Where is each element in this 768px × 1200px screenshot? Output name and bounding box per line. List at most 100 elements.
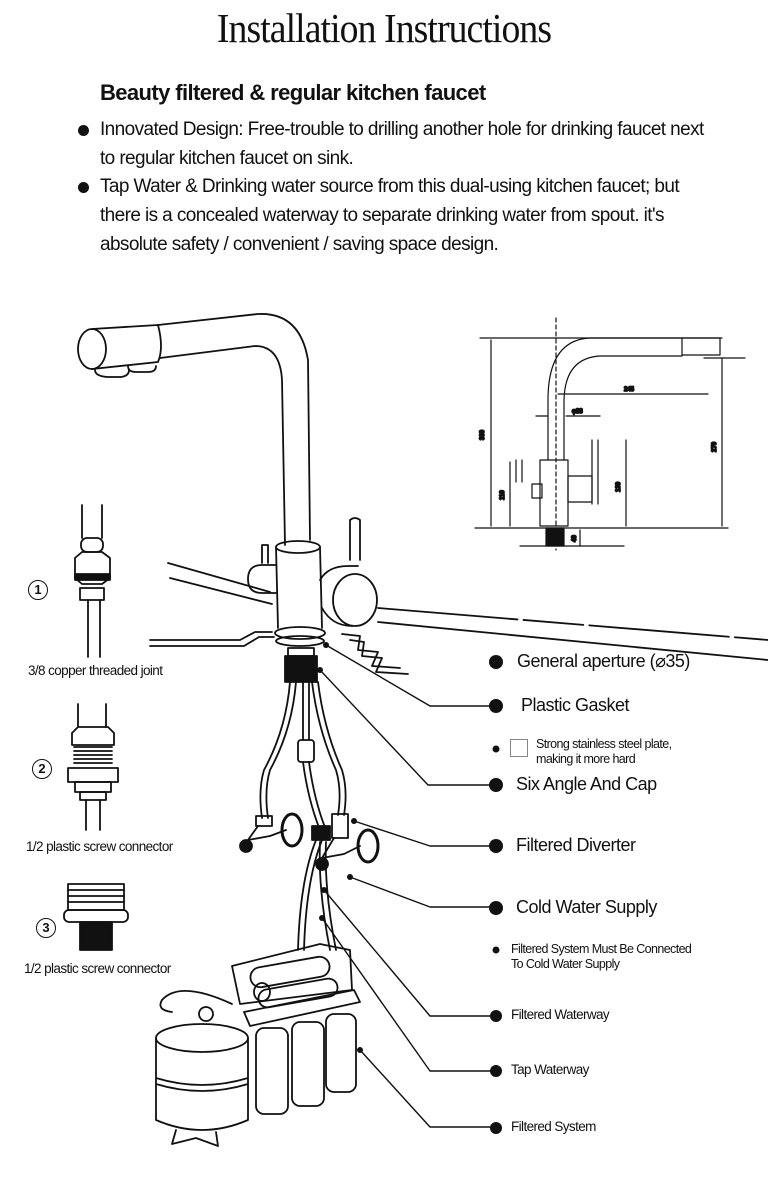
feature-text: Innovated Design: Free-trouble to drilli… — [100, 119, 704, 169]
right-handle-bottom — [321, 607, 353, 627]
callout-filtered-system: Filtered System — [511, 1119, 596, 1134]
profile-right-lever — [591, 439, 599, 505]
diverter-tee — [311, 825, 331, 841]
aerator-right — [127, 365, 157, 373]
countertop-cut — [341, 633, 401, 669]
callout-tap-waterway: Tap Waterway — [511, 1062, 589, 1077]
pressure-tank — [155, 1037, 249, 1131]
faucet-body — [275, 546, 323, 629]
filter-cartridge — [255, 1027, 289, 1115]
steel-plate-line1: Strong stainless steel plate, — [536, 737, 672, 751]
dim-label-300: 300 — [480, 429, 486, 440]
dimension-labels: 300 110 130 270 245 φ28 40 — [479, 386, 719, 543]
callout-dot-icon — [489, 839, 503, 853]
connector-number-3: 3 — [36, 918, 56, 938]
leader-filtered-diverter — [353, 820, 497, 847]
connector-label-2: 1/2 plastic screw connector — [26, 839, 173, 854]
callout-leaders — [317, 642, 503, 1134]
callout-dot-icon — [489, 901, 503, 915]
tank-stand — [171, 1129, 219, 1147]
bullet-dot-icon — [78, 182, 89, 193]
profile-spout — [547, 337, 683, 461]
callout-plastic-gasket: Plastic Gasket — [521, 695, 630, 715]
valve-handle-left — [239, 839, 253, 853]
valve-collar — [331, 813, 349, 839]
page-title: Installation Instructions — [216, 5, 552, 51]
valve-flange-left — [280, 812, 304, 848]
aerator-left — [94, 369, 130, 378]
dim-label-130: 130 — [616, 481, 622, 492]
connector-2-illustration — [67, 703, 119, 831]
spout-arm-outer — [157, 313, 311, 541]
faucet-illustration — [77, 313, 768, 951]
dim-label-40: 40 — [572, 535, 578, 542]
hex-nut — [287, 647, 315, 657]
leader-filtered-waterway — [323, 889, 497, 1017]
dim-label-245: 245 — [624, 387, 635, 393]
countertop-cut — [349, 639, 409, 675]
countertop-line — [149, 636, 275, 647]
callout-six-angle-cap: Six Angle And Cap — [516, 774, 657, 794]
feature-bullet: Tap Water & Drinking water source from t… — [78, 172, 718, 259]
connector-1-illustration — [74, 504, 111, 658]
valve-flange-right — [356, 828, 380, 864]
sink-edge-line — [167, 562, 271, 593]
callout-filtered-waterway: Filtered Waterway — [511, 1007, 610, 1022]
hose-right — [311, 681, 341, 816]
sink-edge-line — [169, 577, 273, 605]
threaded-stem — [284, 655, 318, 683]
supply-tube — [318, 841, 337, 951]
left-handle-lever — [261, 544, 269, 564]
left-handle-body — [247, 564, 277, 594]
base-gasket — [275, 635, 325, 647]
dim-label-28: φ28 — [572, 409, 583, 415]
callout-dot-icon — [490, 1010, 502, 1022]
leader-six-angle-cap — [319, 669, 497, 786]
filter-cartridge — [291, 1021, 325, 1107]
connector-label-3: 1/2 plastic screw connector — [24, 961, 171, 976]
bullet-dot-icon — [78, 125, 89, 136]
fitting — [253, 982, 271, 1002]
right-handle-neck — [319, 565, 359, 581]
valve-collar — [255, 815, 273, 827]
pressure-tank-top — [155, 1023, 249, 1053]
profile-body — [539, 459, 569, 527]
leader-cold-water-supply — [349, 876, 497, 908]
spout-arm-inner — [159, 345, 286, 546]
connector-number-1: 1 — [28, 580, 48, 600]
product-subtitle: Beauty filtered & regular kitchen faucet — [100, 80, 486, 105]
callout-filtered-diverter: Filtered Diverter — [516, 835, 636, 855]
spout-head-end — [77, 328, 107, 370]
profile-right-handle — [567, 475, 593, 503]
supply-tube — [297, 839, 323, 951]
dim-label-270: 270 — [712, 441, 718, 452]
profile-left-handle — [531, 483, 543, 499]
callout-dot-icon — [492, 946, 500, 954]
profile-thread — [545, 527, 565, 547]
angle-valve-right — [321, 837, 361, 859]
callout-dot-icon — [492, 745, 500, 753]
hose-left — [259, 681, 291, 819]
base-ring — [274, 626, 326, 640]
callout-steel-plate: Strong stainless steel plate,making it m… — [510, 737, 672, 767]
cold-note-line2: To Cold Water Supply — [511, 957, 620, 971]
callout-dot-icon — [489, 699, 503, 713]
membrane-housing — [249, 955, 331, 989]
filter-mounting-plate — [231, 943, 353, 1005]
right-handle-lever — [349, 517, 361, 561]
tank-valve — [198, 1006, 214, 1022]
leader-filtered-system — [359, 1049, 497, 1128]
filter-system-illustration — [155, 943, 361, 1147]
profile-left-lever — [515, 459, 523, 483]
callout-dot-icon — [489, 778, 503, 792]
filter-cartridge — [325, 1013, 357, 1093]
steel-plate-line2: making it more hard — [536, 752, 636, 766]
sink-edge-line — [377, 621, 768, 661]
leader-plastic-gasket — [325, 644, 497, 707]
callout-dot-icon — [490, 1065, 502, 1077]
dimension-drawing — [474, 317, 746, 551]
hose-right — [317, 681, 347, 816]
connector-label-1: 3/8 copper threaded joint — [28, 663, 163, 678]
